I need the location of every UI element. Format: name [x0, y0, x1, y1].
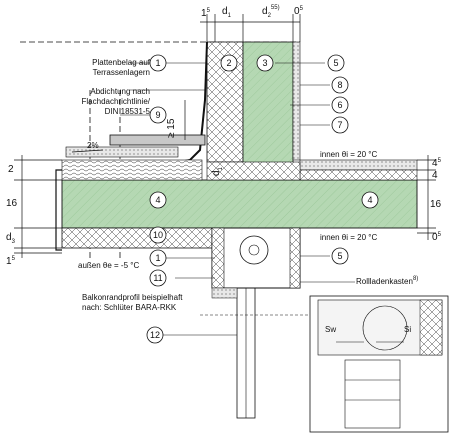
marker-5-bottom: [331, 247, 349, 265]
svg-text:1: 1: [155, 253, 160, 263]
slope-arrow: [71, 149, 104, 153]
dim-top-right: 05: [294, 6, 304, 17]
dim-left-d3: d3: [6, 232, 16, 245]
dim-left-2: 2: [8, 164, 14, 175]
dim-right-16: 16: [430, 199, 442, 210]
dim-right-4: 4: [432, 170, 438, 181]
shutter-roll-icon: [239, 235, 269, 265]
svg-text:12: 12: [150, 330, 160, 340]
svg-text:1: 1: [155, 58, 160, 68]
dim-top-left: 15: [201, 8, 211, 19]
inset-shutter-roll: [362, 305, 408, 351]
svg-text:4: 4: [367, 195, 372, 205]
gravel-layer: [65, 146, 179, 158]
svg-text:6: 6: [337, 100, 342, 110]
svg-text:3: 3: [262, 58, 267, 68]
dim-left-16: 16: [6, 198, 18, 209]
svg-text:7: 7: [337, 120, 342, 130]
marker-1-top: [149, 54, 167, 72]
label-aussen: außen θe = -5 °C: [78, 261, 139, 270]
balcony-edge-profile: [55, 169, 62, 251]
shutter-axle-icon: [248, 244, 260, 256]
left-dimension-chain: [14, 155, 62, 258]
marker-1-bottom: [149, 249, 167, 267]
svg-text:9: 9: [155, 110, 160, 120]
marker-11: [149, 269, 167, 287]
label-balkon-2: nach: Schlüter BARA-RKK: [82, 303, 177, 312]
label-abdichtung-1: Abdichtung nach: [90, 87, 150, 96]
roller-shutter-box: [211, 227, 301, 289]
marker-4-right: [361, 191, 379, 209]
dim-right-05: 05: [432, 232, 442, 243]
dim-inner-d1: d1: [211, 166, 224, 176]
marker-2: [220, 54, 238, 72]
slope-label: 2%: [87, 141, 99, 150]
lower-wall-insulation: [206, 161, 301, 181]
markers: [146, 54, 379, 344]
label-abdichtung-3: DIN 18531-5: [105, 107, 151, 116]
svg-text:5: 5: [337, 251, 342, 261]
marker-4-left: [149, 191, 167, 209]
label-innen-bottom: innen θi = 20 °C: [320, 233, 377, 242]
dim-right-4-5: 45: [432, 158, 442, 169]
svg-text:5: 5: [333, 58, 338, 68]
svg-text:4: 4: [155, 195, 160, 205]
marker-7: [331, 116, 349, 134]
label-plattenbelag-1: Plattenbelag auf: [92, 58, 151, 67]
label-rollladen: Rollladenkasten8): [356, 276, 418, 286]
svg-text:11: 11: [153, 273, 162, 283]
marker-6: [331, 96, 349, 114]
marker-5-top: [327, 54, 345, 72]
impact-sound-insulation: [299, 169, 418, 181]
svg-text:10: 10: [153, 230, 163, 240]
screed-layer: [299, 159, 418, 171]
inset-sw-label: Sw: [325, 325, 336, 334]
top-dimension-chain: [200, 14, 301, 42]
leader-lines: [120, 62, 355, 336]
soffit-insulation: [61, 227, 213, 249]
shutter-box-insulation-right: [289, 227, 301, 289]
marker-8: [331, 76, 349, 94]
svg-text:2: 2: [226, 58, 231, 68]
marker-3: [256, 54, 274, 72]
label-innen-top: innen θi = 20 °C: [320, 150, 377, 159]
marker-9: [149, 106, 167, 124]
paving-slab: [109, 134, 206, 146]
label-plattenbelag-2: Terrassenlagern: [93, 68, 150, 77]
inset-window-profile: [344, 359, 401, 429]
dim-ge15: ≥ 15: [166, 118, 177, 138]
inset-si-label: Si: [404, 325, 411, 334]
dim-left-15: 15: [6, 256, 16, 267]
label-balkon-1: Balkonrandprofil beispielhaft: [82, 293, 183, 302]
marker-12: [146, 326, 164, 344]
wall-inner-plaster: [292, 41, 301, 161]
terrace-insulation: [61, 159, 203, 181]
right-dimension-chain: [417, 155, 436, 240]
marker-10: [149, 226, 167, 244]
label-abdichtung-2: Flachdachrichtlinie/: [82, 97, 151, 106]
dim-top-d1: d1: [222, 6, 232, 19]
marker-labels: 1 2 3 5 8 6 7 9 4 4 10 1 5 11 12: [150, 58, 373, 340]
svg-text:8: 8: [337, 80, 342, 90]
dim-top-d2: d255): [262, 5, 280, 19]
